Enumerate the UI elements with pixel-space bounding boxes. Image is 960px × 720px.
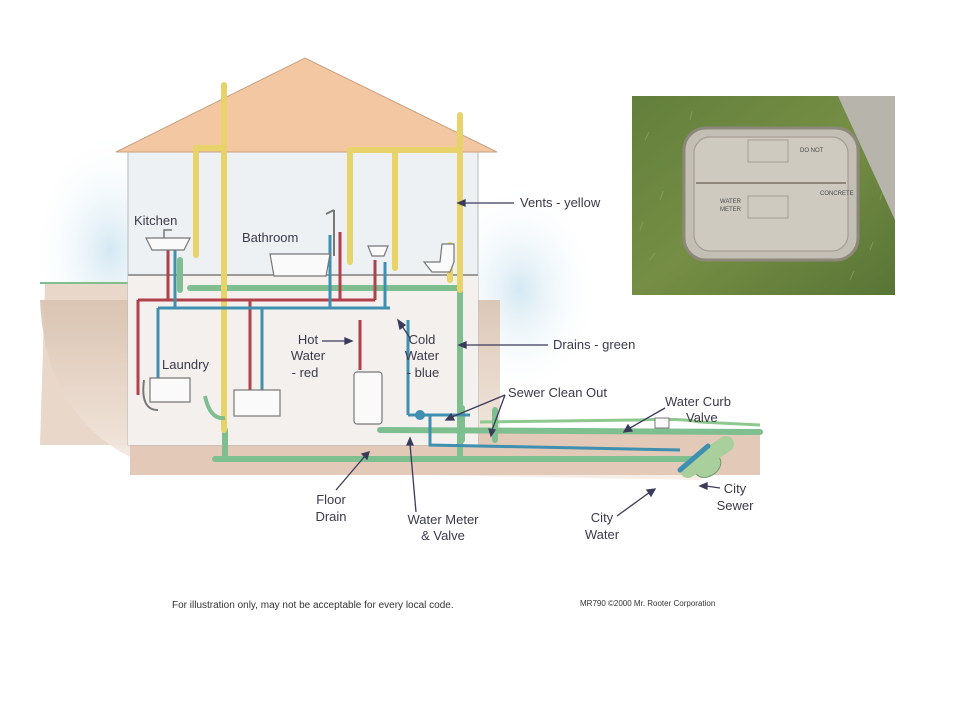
laundry-tub <box>149 377 191 403</box>
label-drains: Drains - green <box>553 337 635 352</box>
water-meter <box>415 410 425 420</box>
label-hot-water-1: Hot <box>298 332 319 347</box>
shower-head <box>325 209 335 256</box>
label-cold-water-3: - blue <box>407 365 440 380</box>
label-city-sewer-2: Sewer <box>717 498 755 513</box>
toilet <box>422 243 455 273</box>
labels: Kitchen Bathroom Laundry Hot Water - red… <box>134 195 754 543</box>
curb-valve-box <box>654 417 670 429</box>
bathroom-sink <box>367 245 389 257</box>
label-water-meter-2: & Valve <box>421 528 465 543</box>
footer-credit: MR790 ©2000 Mr. Rooter Corporation <box>580 599 715 608</box>
footer-disclaimer: For illustration only, may not be accept… <box>172 600 454 611</box>
kitchen-sink <box>145 237 191 251</box>
label-cold-water-1: Cold <box>409 332 436 347</box>
label-bathroom: Bathroom <box>242 230 298 245</box>
lid-text-3: CONCRETE <box>820 191 854 197</box>
label-laundry: Laundry <box>162 357 209 372</box>
hot-water-pipes <box>136 232 377 395</box>
label-sewer-clean-out: Sewer Clean Out <box>508 385 607 400</box>
washer <box>233 389 281 417</box>
lid-text-4: DO NOT <box>800 148 824 154</box>
fixtures <box>142 209 734 478</box>
roof <box>115 57 498 153</box>
city-water-main <box>677 443 711 473</box>
label-vents: Vents - yellow <box>520 195 601 210</box>
meter-pit-photo: WATER METER CONCRETE DO NOT <box>632 96 895 295</box>
lid-text-1: WATER <box>720 199 742 205</box>
leader-lines <box>322 199 721 517</box>
label-hot-water-2: Water <box>291 348 326 363</box>
drain-pipes <box>177 257 763 462</box>
bathtub <box>269 253 331 277</box>
lid-text-2: METER <box>720 207 742 213</box>
label-hot-water-3: - red <box>292 365 319 380</box>
label-water-meter-1: Water Meter <box>407 512 479 527</box>
label-city-water-2: Water <box>585 527 620 542</box>
label-water-curb-valve-2: Valve <box>686 410 718 425</box>
label-water-curb-valve-1: Water Curb <box>665 394 731 409</box>
label-cold-water-2: Water <box>405 348 440 363</box>
label-city-sewer-1: City <box>724 481 747 496</box>
label-city-water-1: City <box>591 510 614 525</box>
label-floor-drain-2: Drain <box>315 509 346 524</box>
label-floor-drain-1: Floor <box>316 492 346 507</box>
label-kitchen: Kitchen <box>134 213 177 228</box>
water-heater <box>353 371 383 425</box>
house <box>115 57 498 446</box>
